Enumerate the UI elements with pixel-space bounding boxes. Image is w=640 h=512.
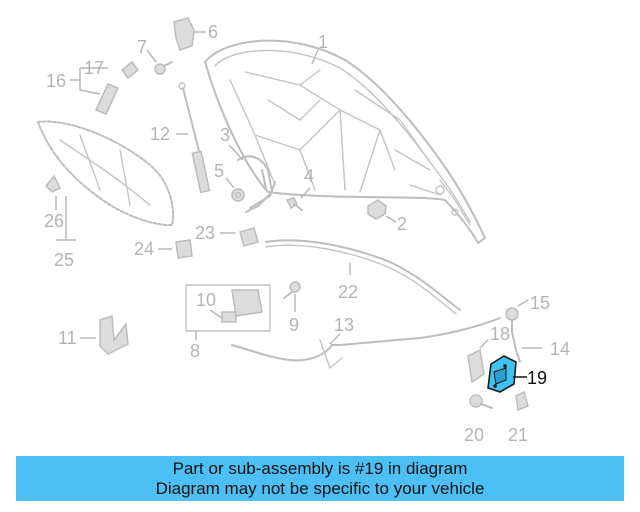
leader-3 [228,144,244,161]
hood-part [204,39,486,244]
bracket-11-part [99,314,129,355]
callout-26: 26 [44,211,64,231]
callout-7: 7 [137,37,147,57]
bumper-stop-part [367,199,387,220]
callout-20: 20 [464,425,484,445]
grommet-15-part [505,307,519,333]
leader-13 [329,333,341,345]
leader-5 [225,177,235,189]
hinge-part [237,155,276,213]
callout-18: 18 [490,324,510,344]
callout-2: 2 [397,214,407,234]
cable-end-14-part [511,331,521,363]
callout-8: 8 [190,341,200,361]
info-banner: Part or sub-assembly is #19 in diagram D… [16,456,624,501]
bolt-20-part [469,394,493,409]
callout-9: 9 [289,315,299,335]
callout-19: 19 [527,368,547,388]
clip-23-part [239,227,259,247]
nut-5-part [231,188,245,202]
parts-diagram: 1 2 3 4 5 6 7 16 17 [37,17,570,445]
leader-15 [517,299,529,307]
callout-14: 14 [550,339,570,359]
banner-line-1: Part or sub-assembly is #19 in diagram [172,459,468,478]
callout-3: 3 [220,125,230,145]
leader-18 [479,339,489,349]
callout-12: 12 [150,124,170,144]
callout-21: 21 [508,425,528,445]
latch-19-part [487,355,517,393]
striker-18-part [467,348,485,384]
latch-box-8-part [185,284,271,332]
callout-16: 16 [46,71,66,91]
banner-line-2: Diagram may not be specific to your vehi… [155,479,485,498]
insulator-25-part [37,120,174,227]
clip-24-part [175,239,193,259]
callout-23: 23 [195,223,215,243]
callout-1: 1 [318,32,328,52]
callout-22: 22 [338,282,358,302]
callout-13: 13 [334,315,354,335]
leader-4 [300,187,311,199]
callout-4: 4 [304,166,314,186]
callout-25: 25 [54,250,74,270]
leader-1 [311,49,319,65]
callout-17: 17 [84,58,104,78]
callout-24: 24 [134,239,154,259]
callout-15: 15 [530,293,550,313]
clip-26-part [44,174,62,193]
callout-6: 6 [208,22,218,42]
screw-7-part [154,61,173,75]
callout-10: 10 [196,290,216,310]
strut-12-part [178,82,211,194]
bolt-4-part [285,197,303,211]
bracket-6-part [173,17,195,51]
seal-22-part [265,239,461,315]
leader-16b [79,89,101,95]
callout-11: 11 [58,328,77,348]
leader-2 [385,215,397,223]
clip-21-part [515,390,529,412]
leader-7 [146,49,157,63]
cable-13-part [231,317,501,369]
bolt-9-part [283,281,301,299]
seal-16-part [94,60,140,115]
callout-5: 5 [214,161,224,181]
